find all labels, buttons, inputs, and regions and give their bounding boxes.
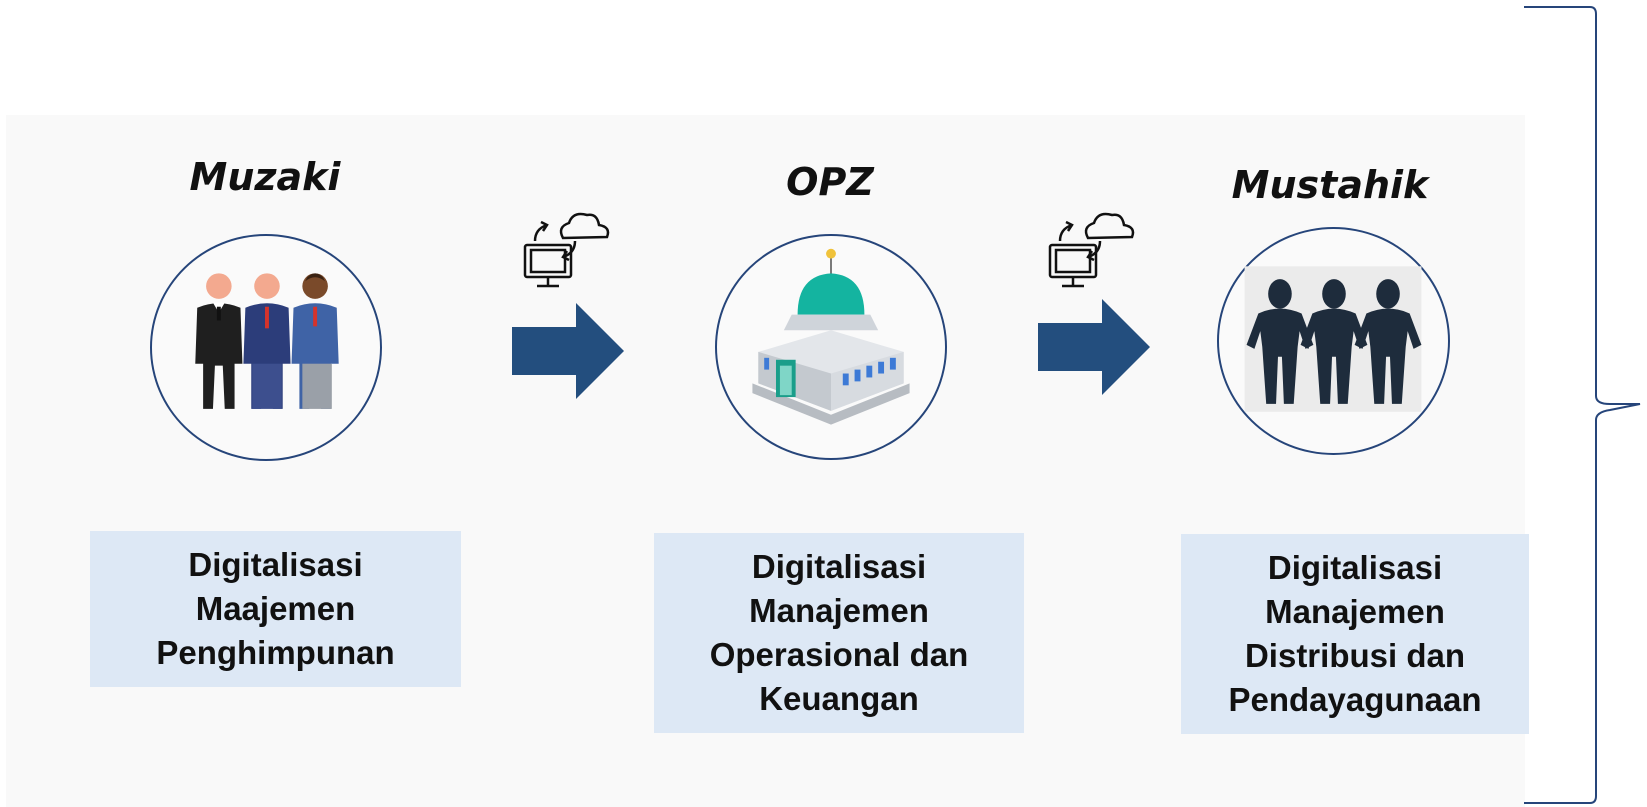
box-line: Operasional dan (709, 636, 969, 673)
stage-title-opz: OPZ (786, 160, 874, 204)
arrow-right-icon (512, 303, 624, 399)
opz-text-box: Digitalisasi Manajemen Operasional dan K… (654, 533, 1024, 733)
box-line: Maajemen (195, 590, 356, 627)
mustahik-text-box: Digitalisasi Manajemen Distribusi dan Pe… (1181, 534, 1529, 734)
muzaki-text-box: Digitalisasi Maajemen Penghimpunan (90, 531, 461, 687)
stage-title-mustahik: Mustahik (1231, 163, 1429, 207)
box-line: Manajemen (749, 592, 929, 629)
box-line: Digitalisasi (188, 546, 363, 583)
right-brace (1524, 6, 1641, 804)
stage-title-muzaki: Muzaki (189, 155, 341, 199)
mosque-building-icon (752, 248, 910, 425)
box-line: Manajemen (1265, 593, 1445, 630)
mustahik-circle (1217, 227, 1450, 455)
muzaki-circle (150, 234, 382, 461)
box-line: Digitalisasi (751, 548, 927, 585)
computer-cloud-sync-icon (1048, 212, 1135, 288)
box-line: Pendayagunaan (1228, 681, 1482, 718)
box-line: Distribusi dan (1244, 637, 1465, 674)
businessmen-group-icon (195, 273, 339, 409)
box-line: Digitalisasi (1267, 549, 1443, 586)
box-line: Keuangan (759, 680, 919, 717)
box-line: Penghimpunan (156, 634, 395, 671)
arrow-right-icon (1038, 299, 1150, 395)
opz-circle (715, 234, 947, 460)
computer-cloud-sync-icon (523, 212, 610, 288)
people-silhouettes-icon (1244, 266, 1422, 412)
